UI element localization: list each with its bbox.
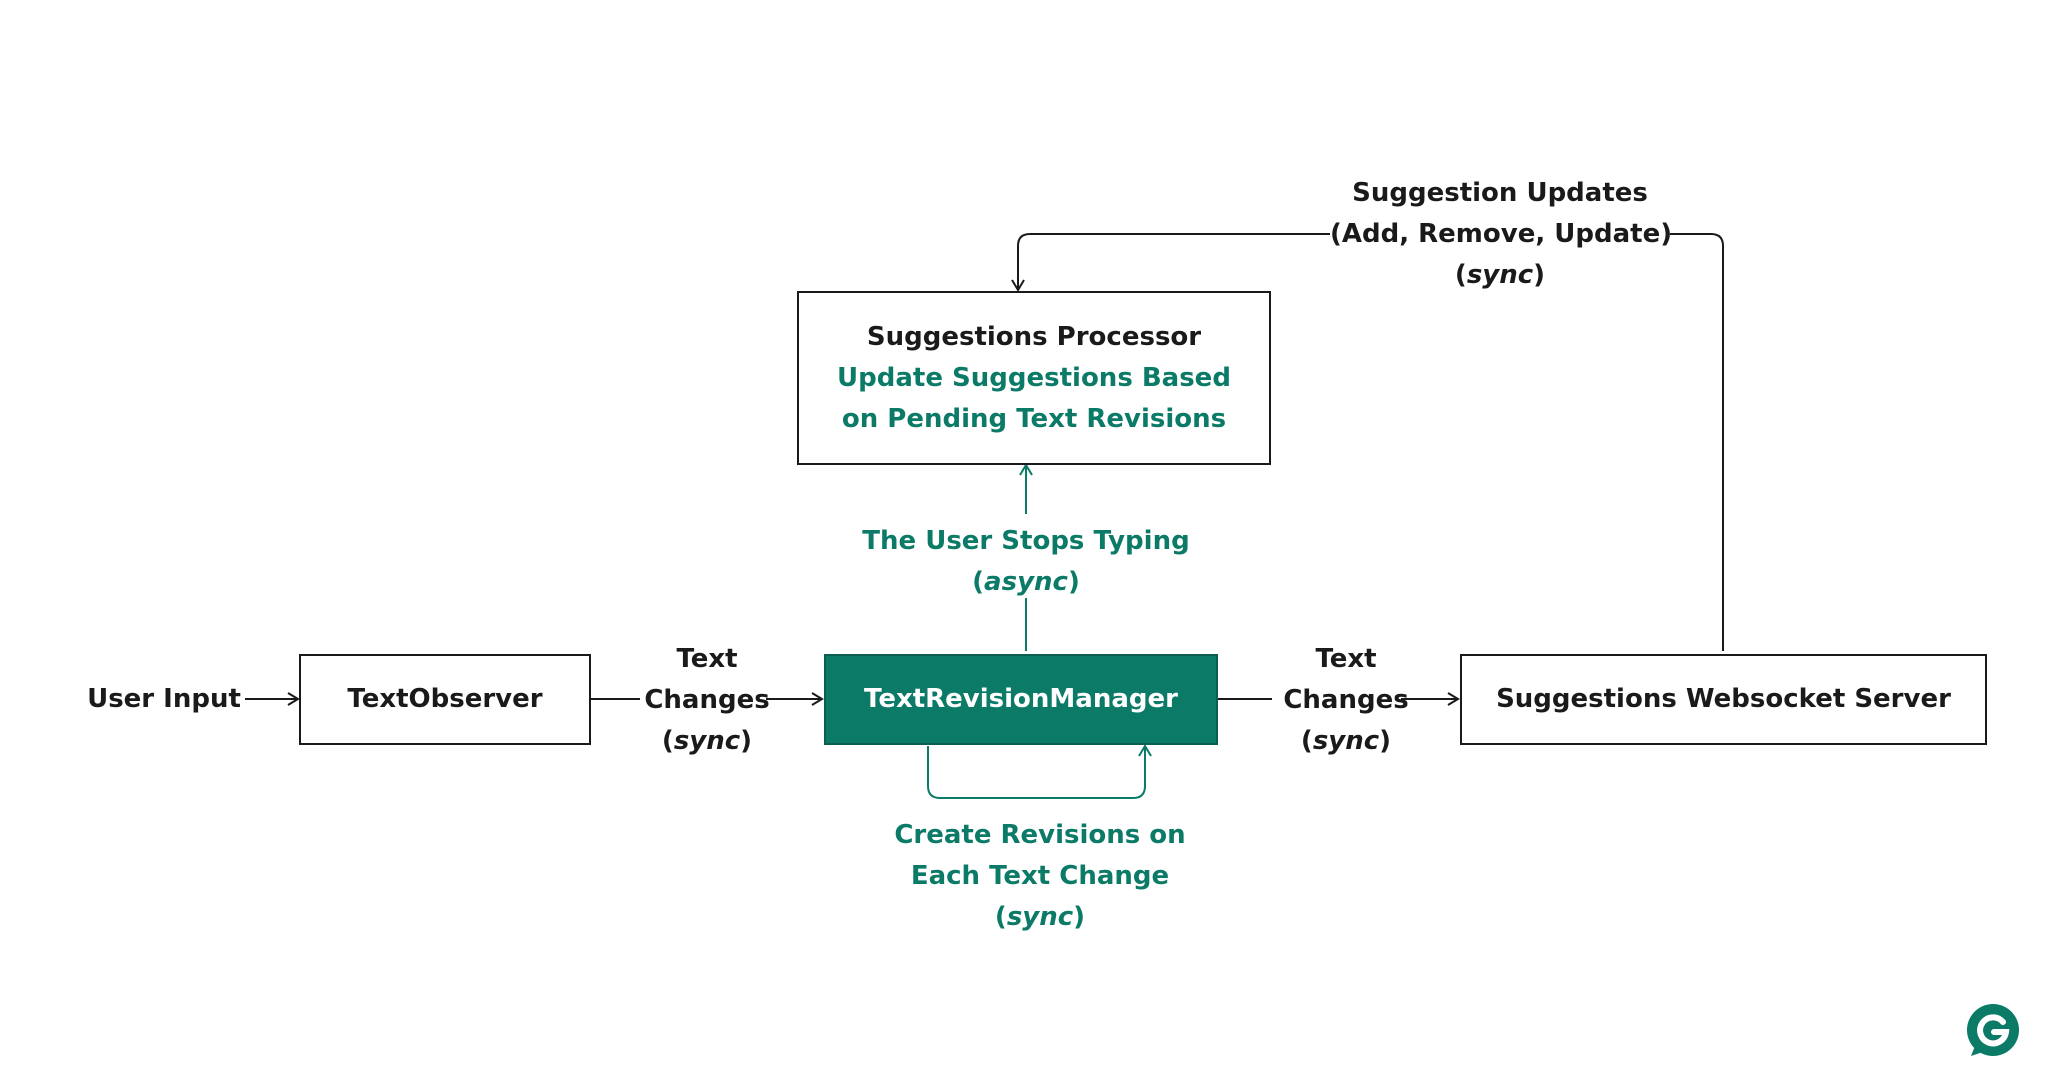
textobserver-node: TextObserver <box>299 654 591 745</box>
websocket-server-node: Suggestions Websocket Server <box>1460 654 1987 745</box>
grammarly-g-logo-icon <box>1967 1004 2019 1056</box>
textrevisionmanager-label: TextRevisionManager <box>864 684 1178 714</box>
processor-description-line1: Update Suggestions Based <box>837 362 1231 393</box>
textobserver-label: TextObserver <box>347 684 543 714</box>
user-input-label: User Input <box>87 684 241 714</box>
textrevisionmanager-node: TextRevisionManager <box>824 654 1218 745</box>
edge-label-suggestion-updates: Suggestion Updates (Add, Remove, Update)… <box>1330 173 1672 296</box>
edge-label-text-changes-right: Text Changes (sync) <box>1283 644 1409 756</box>
websocket-server-label: Suggestions Websocket Server <box>1496 684 1951 714</box>
edge-label-text-changes-left: Text Changes (sync) <box>644 644 770 756</box>
edge-label-create-revisions: Create Revisions on Each Text Change (sy… <box>894 820 1186 932</box>
processor-description-line2: on Pending Text Revisions <box>841 403 1227 434</box>
self-loop-arrow <box>927 744 1152 799</box>
suggestions-processor-node: Suggestions Processor Update Suggestions… <box>797 291 1271 465</box>
arrow-websocket-to-processor <box>1018 233 1724 651</box>
edge-label-user-stops-typing: The User Stops Typing (async) <box>862 526 1190 597</box>
processor-title: Suggestions Processor <box>866 321 1202 352</box>
